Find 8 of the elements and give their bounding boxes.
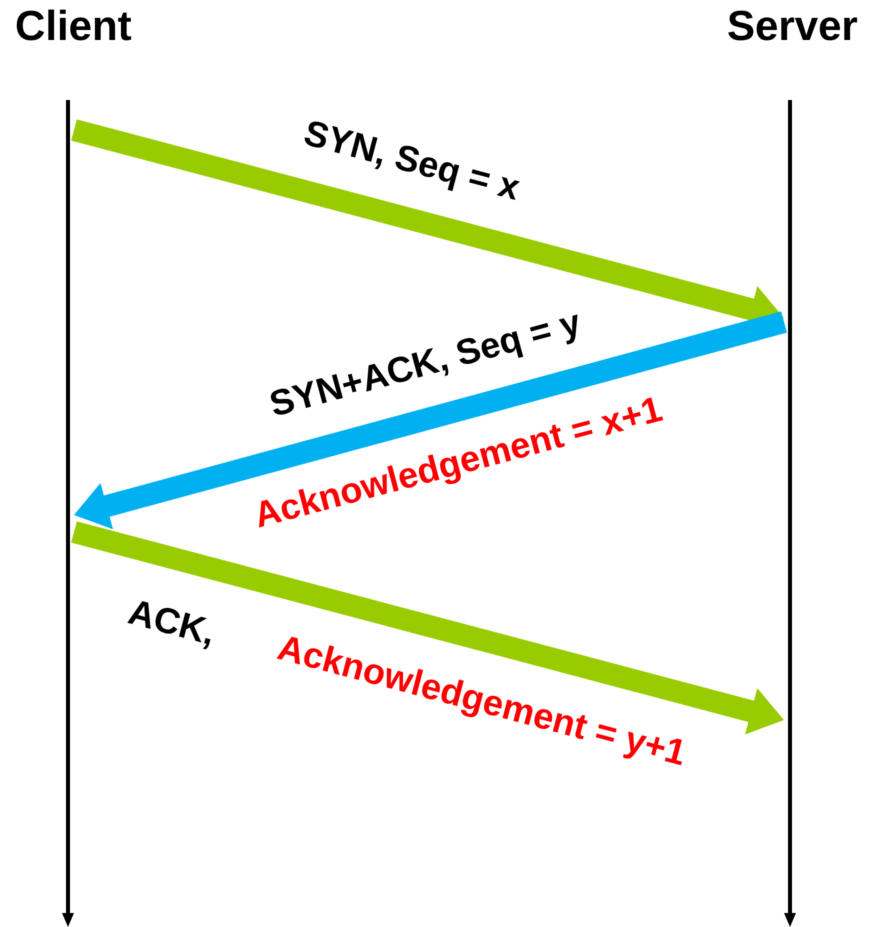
edge-label: ACK, <box>124 592 220 652</box>
participant-label: Client <box>15 2 132 50</box>
edge-label: SYN, Seq = x <box>300 112 524 208</box>
lifeline <box>784 100 796 927</box>
message-arrow <box>71 521 787 734</box>
participant-label: Server <box>727 2 858 50</box>
lifeline <box>62 100 74 927</box>
message-arrow <box>71 311 787 530</box>
